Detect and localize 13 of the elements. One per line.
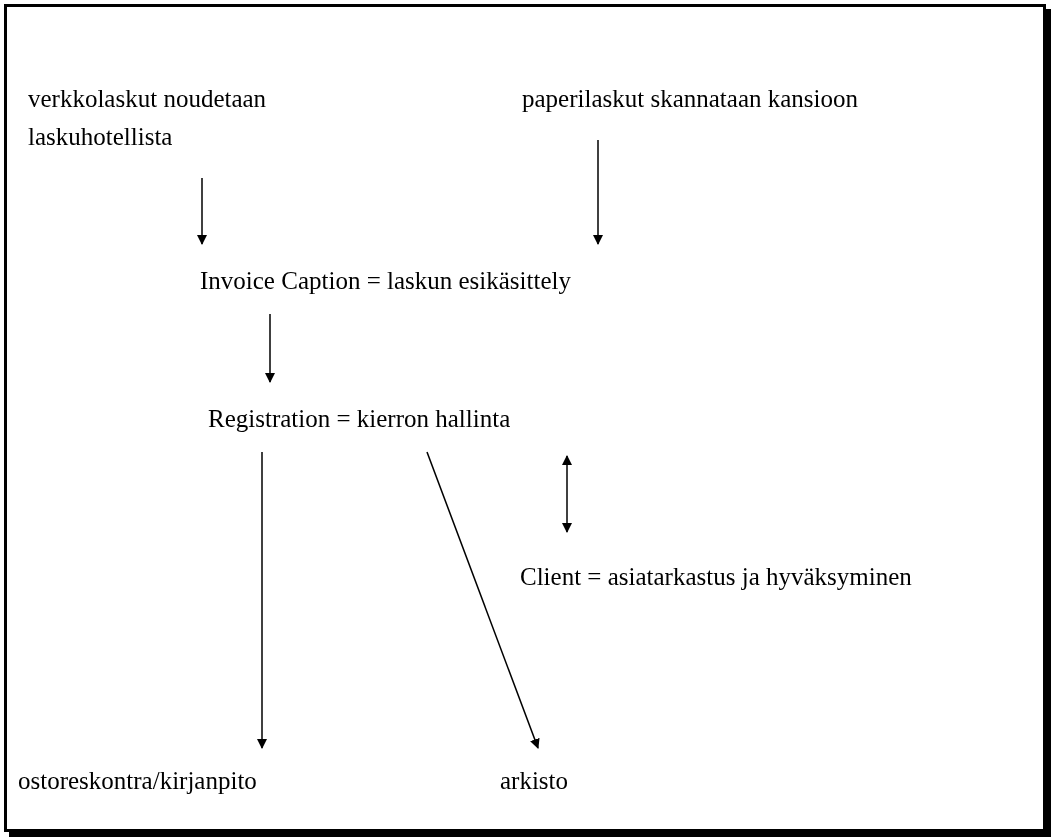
step-text: ostoreskontra/kirjanpito [18, 766, 258, 796]
step-text: Invoice Caption = laskun esikäsittely [200, 266, 572, 296]
step-text: Registration = kierron hallinta [208, 404, 512, 434]
step-text: verkkolaskut noudetaan laskuhotellista [28, 84, 268, 152]
step-text: paperilaskut skannataan kansioon [522, 84, 859, 114]
arrow [593, 139, 603, 245]
arrow [426, 451, 540, 749]
step-text: Client = asiatarkastus ja hyväksyminen [520, 562, 913, 592]
arrow [265, 313, 275, 383]
arrow [257, 451, 267, 749]
step-text: arkisto [500, 766, 570, 796]
arrow [197, 177, 207, 245]
arrow [562, 455, 572, 533]
